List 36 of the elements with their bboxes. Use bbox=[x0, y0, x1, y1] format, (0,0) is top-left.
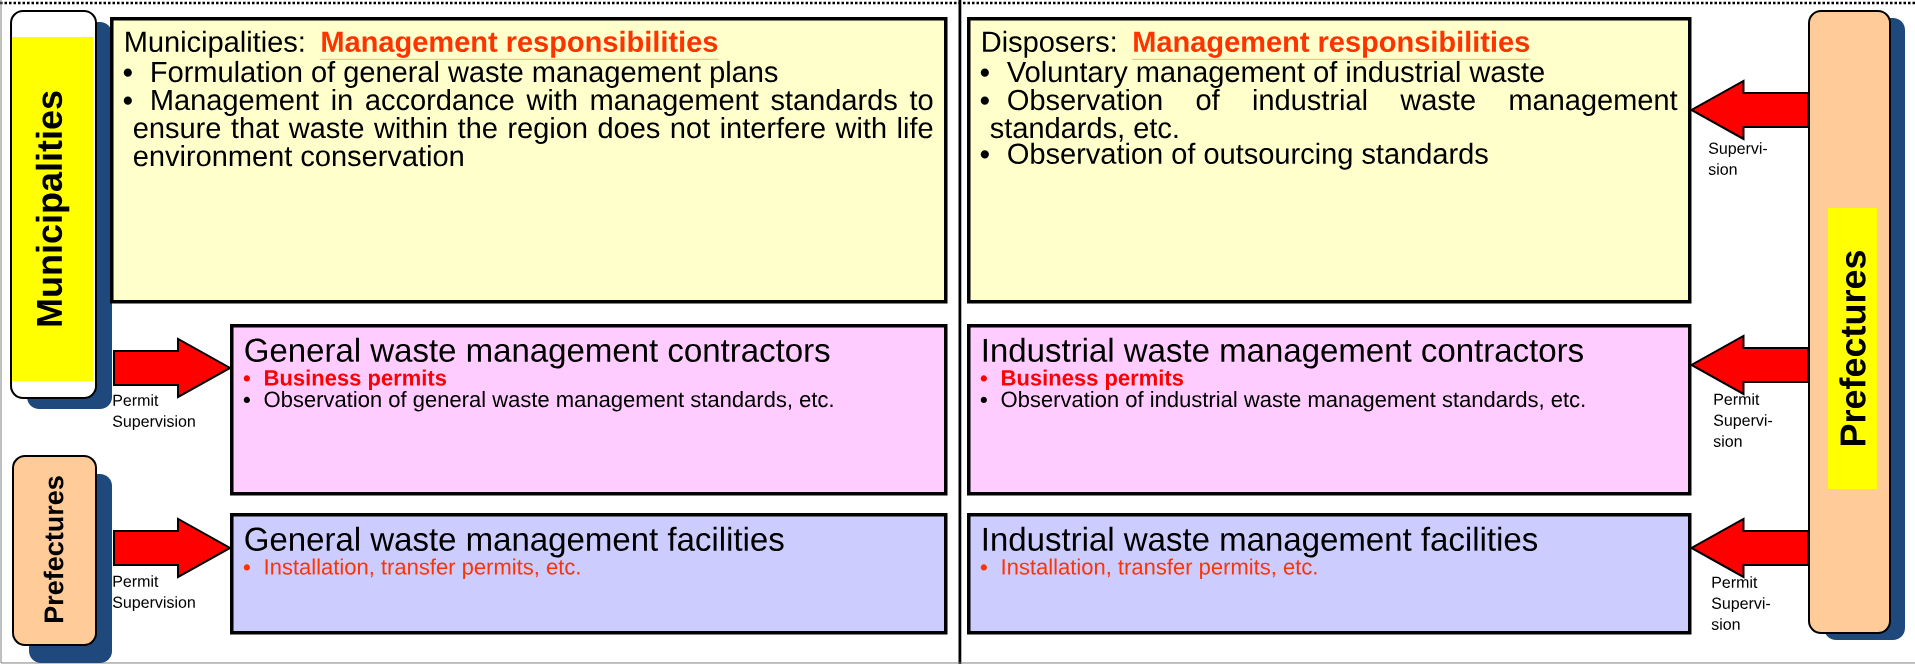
bullet-item: Installation, transfer permits, etc. bbox=[243, 558, 580, 579]
side-label-box: Prefectures bbox=[1808, 10, 1905, 640]
edge-label: Permit Supervision bbox=[112, 394, 195, 431]
edge-label: Permit Supervision bbox=[112, 575, 195, 612]
text-box bbox=[230, 324, 948, 496]
bullet-item: Observation of industrial waste management standards, etc. bbox=[980, 88, 1678, 142]
text-box bbox=[230, 513, 948, 635]
heading: Industrial waste management contractors bbox=[983, 337, 1583, 369]
bullet-item: Observation of general waste management standards, etc. bbox=[243, 391, 833, 412]
edge-label: Supervi- sion bbox=[1708, 142, 1768, 175]
side-label-box: Prefectures bbox=[12, 455, 112, 663]
text-box bbox=[967, 513, 1692, 635]
bullet-item: Installation, transfer permits, etc. bbox=[980, 558, 1317, 579]
block-arrow bbox=[113, 337, 233, 399]
bullet-item: Observation of industrial waste management standards, etc. bbox=[980, 391, 1585, 412]
bullet-item: Management in accordance with management standards to ensure that waste within the region does not interfere with life environment conservation bbox=[123, 88, 933, 167]
text-box bbox=[967, 324, 1692, 496]
block-arrow bbox=[1689, 334, 1809, 396]
bullet-item: Business permits bbox=[980, 369, 1184, 390]
heading: Municipalities: Management responsibilities bbox=[126, 30, 719, 60]
block-arrow bbox=[1689, 79, 1809, 141]
text-box bbox=[110, 17, 948, 304]
heading: General waste management facilities bbox=[245, 526, 784, 558]
block-arrow bbox=[1689, 517, 1809, 579]
edge-label: Permit Supervi- sion bbox=[1713, 393, 1773, 447]
bullet-item: Business permits bbox=[243, 369, 447, 390]
heading: Industrial waste management facilities bbox=[983, 526, 1538, 558]
bullet-item: Voluntary management of industrial waste bbox=[980, 60, 1544, 88]
text-box bbox=[967, 17, 1692, 304]
side-label-box: Municipalities bbox=[10, 10, 112, 409]
edge-label: Permit Supervi- sion bbox=[1711, 576, 1771, 630]
bullet-item: Observation of outsourcing standards bbox=[980, 142, 1488, 170]
bullet-item: Formulation of general waste management plans bbox=[123, 60, 778, 88]
block-arrow bbox=[113, 517, 233, 579]
heading: Disposers: Management responsibilities bbox=[983, 30, 1531, 60]
heading: General waste management contractors bbox=[245, 337, 830, 369]
